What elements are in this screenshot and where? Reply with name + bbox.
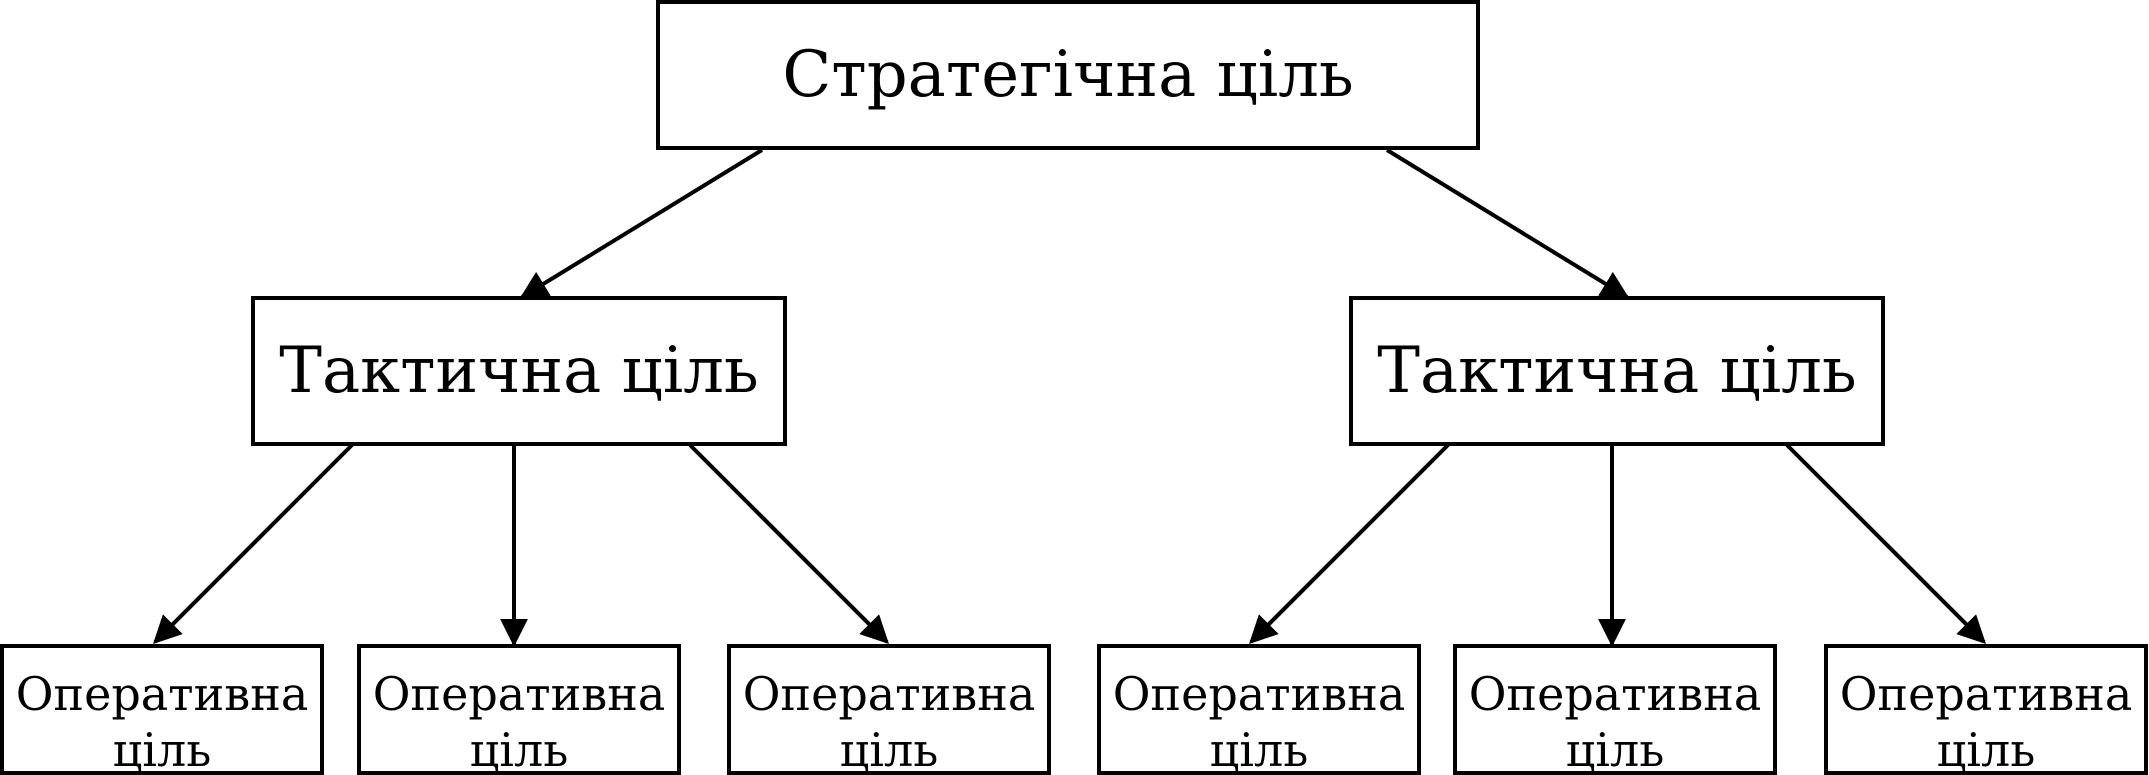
operational-goal-node-6: Оперативна ціль <box>1824 644 2148 775</box>
tactical-goal-label: Тактична ціль <box>279 334 759 408</box>
strategic-goal-node: Стратегічна ціль <box>656 0 1480 150</box>
tactical-goal-node-left: Тактична ціль <box>251 296 787 446</box>
operational-goal-node-3: Оперативна ціль <box>727 644 1051 775</box>
operational-goal-node-1: Оперативна ціль <box>0 644 324 775</box>
arrow-tactical-left-to-op-3 <box>688 443 889 644</box>
arrow-tactical-left-to-op-1 <box>153 443 354 644</box>
operational-goal-label-line1: Оперативна <box>1113 667 1406 721</box>
operational-goal-label-line2: ціль <box>113 723 212 775</box>
tactical-goal-node-right: Тактична ціль <box>1349 296 1885 446</box>
operational-goal-node-4: Оперативна ціль <box>1097 644 1421 775</box>
arrow-strategic-to-tactical-left <box>519 148 764 299</box>
operational-goal-label-line1: Оперативна <box>743 667 1036 721</box>
strategic-goal-label: Стратегічна ціль <box>782 38 1353 112</box>
operational-goal-label-line2: ціль <box>470 723 569 775</box>
operational-goal-node-5: Оперативна ціль <box>1453 644 1777 775</box>
operational-goal-label-line2: ціль <box>1210 723 1309 775</box>
operational-goal-label-line1: Оперативна <box>1840 667 2133 721</box>
arrow-tactical-right-to-op-6 <box>1785 443 1986 644</box>
operational-goal-node-2: Оперативна ціль <box>357 644 681 775</box>
arrow-strategic-to-tactical-right <box>1385 148 1630 299</box>
operational-goal-label-line1: Оперативна <box>16 667 309 721</box>
operational-goal-label-line1: Оперативна <box>373 667 666 721</box>
tactical-goal-label: Тактична ціль <box>1377 334 1857 408</box>
operational-goal-label-line2: ціль <box>1566 723 1665 775</box>
operational-goal-label-line2: ціль <box>840 723 939 775</box>
arrow-tactical-right-to-op-4 <box>1249 443 1450 644</box>
operational-goal-label-line1: Оперативна <box>1469 667 1762 721</box>
connectors <box>153 148 1986 647</box>
operational-goal-label-line2: ціль <box>1937 723 2036 775</box>
